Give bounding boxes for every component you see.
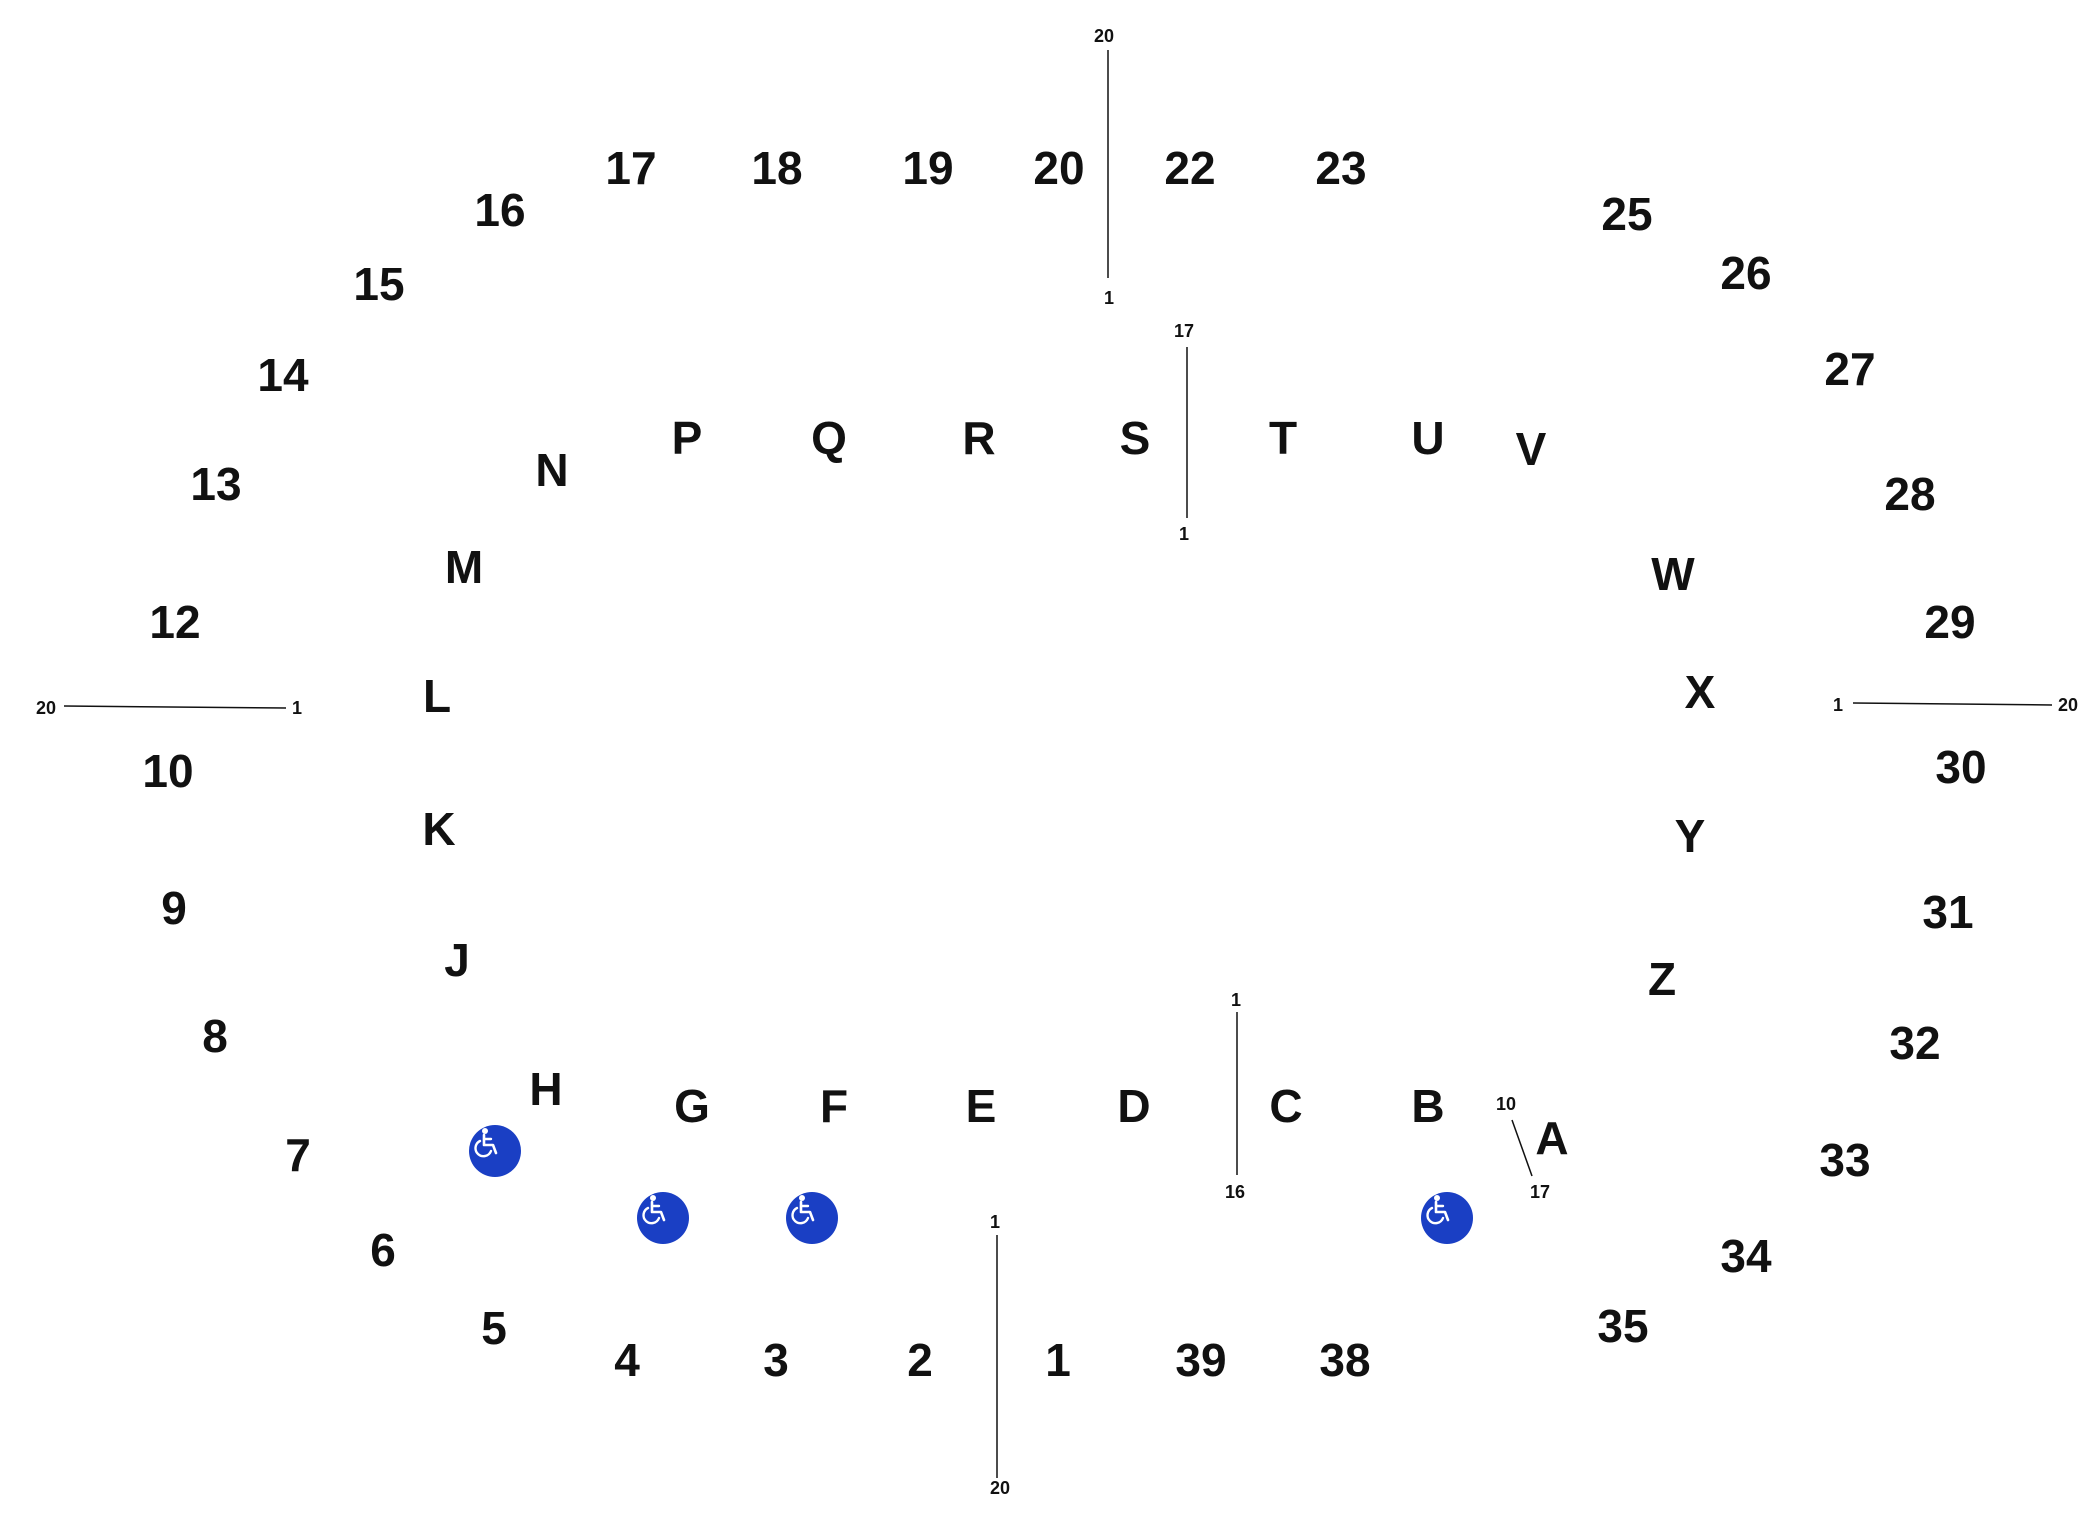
section-label[interactable]: U [1411, 412, 1445, 464]
row-marker-line [1511, 1119, 1533, 1177]
row-number-label: 1 [1230, 990, 1242, 1010]
wheelchair-icon[interactable] [1421, 1192, 1473, 1244]
row-number-label: 1 [989, 1212, 1001, 1232]
section-label[interactable]: Z [1647, 953, 1677, 1005]
section-label[interactable]: 35 [1597, 1300, 1649, 1352]
section-label[interactable]: 39 [1175, 1334, 1227, 1386]
row-number-label: 10 [1495, 1094, 1517, 1114]
section-label[interactable]: F [819, 1080, 849, 1132]
section-label[interactable]: S [1119, 412, 1151, 464]
section-label[interactable]: 10 [142, 745, 194, 797]
section-label[interactable]: 25 [1601, 188, 1653, 240]
section-label[interactable]: 3 [763, 1334, 789, 1386]
section-label[interactable]: 20 [1033, 142, 1085, 194]
section-label[interactable]: 13 [190, 458, 242, 510]
section-label[interactable]: 4 [614, 1334, 640, 1386]
wheelchair-symbol [642, 1195, 666, 1225]
section-label[interactable]: 7 [285, 1129, 311, 1181]
section-label[interactable]: C [1269, 1080, 1303, 1132]
section-label[interactable]: A [1535, 1112, 1569, 1164]
section-label[interactable]: 1 [1045, 1334, 1071, 1386]
section-label[interactable]: 30 [1935, 741, 1987, 793]
section-label[interactable]: J [444, 934, 470, 986]
section-label[interactable]: R [962, 412, 996, 464]
row-number-label: 1 [1832, 695, 1844, 715]
row-number-label: 20 [1093, 26, 1115, 46]
section-label[interactable]: W [1651, 548, 1695, 600]
section-label[interactable]: 22 [1164, 142, 1216, 194]
row-number-label: 17 [1529, 1182, 1551, 1202]
row-number-label: 20 [2057, 695, 2079, 715]
section-label[interactable]: Q [811, 412, 847, 464]
section-label[interactable]: 27 [1824, 343, 1876, 395]
section-label[interactable]: G [674, 1080, 710, 1132]
wheelchair-icon[interactable] [786, 1192, 838, 1244]
row-number-label: 20 [35, 698, 57, 718]
section-label[interactable]: N [535, 444, 569, 496]
row-marker-line [63, 705, 287, 709]
section-label[interactable]: 38 [1319, 1334, 1371, 1386]
section-label[interactable]: 32 [1889, 1017, 1941, 1069]
section-label[interactable]: 33 [1819, 1134, 1871, 1186]
section-label[interactable]: K [422, 803, 456, 855]
row-number-label: 16 [1224, 1182, 1246, 1202]
section-label[interactable]: M [444, 541, 484, 593]
section-label[interactable]: L [422, 670, 452, 722]
section-label[interactable]: 15 [353, 258, 405, 310]
section-label[interactable]: D [1117, 1080, 1151, 1132]
section-label[interactable]: 12 [149, 596, 201, 648]
section-label[interactable]: Y [1674, 810, 1706, 862]
section-label[interactable]: 28 [1884, 468, 1936, 520]
row-marker-line [1852, 702, 2053, 706]
section-label[interactable]: X [1684, 666, 1716, 718]
section-label[interactable]: 6 [370, 1224, 396, 1276]
section-label[interactable]: E [965, 1080, 997, 1132]
row-number-label: 1 [1103, 288, 1115, 308]
section-label[interactable]: 29 [1924, 596, 1976, 648]
section-label[interactable]: 14 [257, 349, 309, 401]
section-label[interactable]: H [529, 1063, 563, 1115]
section-label[interactable]: T [1268, 412, 1298, 464]
wheelchair-symbol [791, 1195, 815, 1225]
section-label[interactable]: B [1411, 1080, 1445, 1132]
row-number-label: 20 [989, 1478, 1011, 1498]
row-number-label: 1 [291, 698, 303, 718]
section-label[interactable]: 9 [161, 882, 187, 934]
row-number-label: 17 [1173, 321, 1195, 341]
section-label[interactable]: 8 [202, 1010, 228, 1062]
wheelchair-icon[interactable] [469, 1125, 521, 1177]
wheelchair-symbol [1426, 1195, 1450, 1225]
section-label[interactable]: 18 [751, 142, 803, 194]
section-label[interactable]: 2 [907, 1334, 933, 1386]
section-label[interactable]: P [671, 412, 703, 464]
wheelchair-symbol [474, 1128, 498, 1158]
section-label[interactable]: 26 [1720, 247, 1772, 299]
section-label[interactable]: 23 [1315, 142, 1367, 194]
section-label[interactable]: 17 [605, 142, 657, 194]
wheelchair-icon[interactable] [637, 1192, 689, 1244]
section-label[interactable]: 5 [481, 1302, 507, 1354]
row-number-label: 1 [1178, 524, 1190, 544]
section-label[interactable]: V [1515, 423, 1547, 475]
section-label[interactable]: 19 [902, 142, 954, 194]
section-label[interactable]: 16 [474, 184, 526, 236]
section-label[interactable]: 31 [1922, 886, 1974, 938]
section-label[interactable]: 34 [1720, 1230, 1772, 1282]
